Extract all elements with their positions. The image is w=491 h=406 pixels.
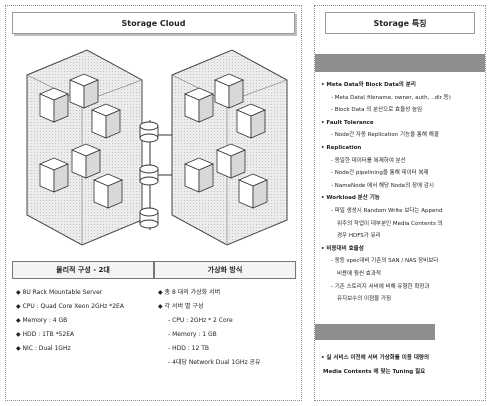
server-nodes	[38, 73, 269, 209]
cluster-diagram	[26, 49, 288, 246]
physical-spec-list: ◆ 8U Rack Mountable Server ◆ CPU : Quad …	[16, 286, 124, 356]
summary-line: Media Contents 에 맞는 Tuning 필요	[323, 369, 426, 375]
feature-item: • Workload 분산 기능	[321, 195, 380, 202]
feature-item: • Replication	[321, 144, 362, 151]
virtual-spec-list: ◆ 총 8 대의 가상화 서버 ◆ 각 서버 별 구성 - CPU : 2GHz…	[158, 286, 261, 370]
features-list: • Meta Data와 Block Data의 분리 - Meta Data(…	[321, 79, 451, 306]
virtual-spec-item: - 4대당 Network Dual 1GHz 공유	[168, 359, 261, 366]
feature-subitem: 비용에 훨씬 효과적	[337, 270, 381, 277]
summary-note: • 실 서비스 이전에 서버 가상화를 이용 대량의 Media Content…	[321, 351, 429, 379]
feature-subitem: - 동등 spec대비 기존의 SAN / NAS 장비보다	[331, 258, 439, 265]
feature-subitem: - Node간 pipelining을 통해 데이터 복제	[331, 170, 429, 177]
physical-spec-item: ◆ Memory : 4 GB	[16, 317, 68, 324]
storage-cloud-title: Storage Cloud	[12, 12, 295, 34]
feature-subitem: - Meta Data( filename, owner, auth, ..di…	[331, 94, 451, 101]
feature-item: • 비용대비 효율성	[321, 245, 364, 252]
feature-subitem: - Node간 자동 Replication 기능을 통해 해결	[331, 132, 439, 139]
feature-subitem: 경우 HDFS가 유리	[337, 233, 381, 240]
physical-spec-item: ◆ CPU : Quad Core Xeon 2GHz *2EA	[16, 303, 124, 310]
feature-subitem: - Block Data 의 분산으로 효율성 높임	[331, 107, 423, 114]
storage-features-title: Storage 특징	[325, 12, 475, 34]
virtual-spec-item: - Memory : 1 GB	[168, 331, 217, 338]
storage-disks	[139, 121, 159, 229]
summary-section-band	[315, 324, 435, 340]
physical-spec-item: ◆ HDD : 1TB *52EA	[16, 331, 75, 338]
feature-subitem: 위주의 작업이 대부분인 Media Contents 의	[337, 220, 443, 227]
virtualization-header: 가상화 방식	[154, 261, 296, 279]
feature-subitem: 유지보수의 이점을 가짐	[337, 296, 392, 303]
feature-item: • Fault Tolerance	[321, 119, 374, 126]
virtual-spec-item: ◆ 각 서버 별 구성	[158, 303, 204, 310]
storage-cloud-panel: Storage Cloud	[5, 5, 302, 401]
feature-subitem: - NameNode 에서 해당 Node의 장애 감시	[331, 182, 434, 189]
features-section-band	[315, 54, 485, 72]
feature-subitem: - 동일한 데이터를 복제하여 분산	[331, 157, 406, 164]
virtual-spec-item: - CPU : 2GHz * 2 Core	[168, 317, 233, 324]
virtual-spec-item: - HDD : 12 TB	[168, 345, 209, 352]
feature-subitem: - 파일 생성시 Random Write 보다는 Append	[331, 207, 443, 214]
physical-config-header: 물리적 구성 - 2대	[12, 261, 154, 279]
virtual-spec-item: ◆ 총 8 대의 가상화 서버	[158, 289, 221, 296]
physical-spec-item: ◆ NIC : Dual 1GHz	[16, 345, 71, 352]
storage-features-panel: Storage 특징 • Meta Data와 Block Data의 분리 -…	[314, 5, 486, 401]
feature-subitem: - 기존 스토리지 서비에 비해 유형한 확장과	[331, 283, 430, 290]
feature-item: • Meta Data와 Block Data의 분리	[321, 82, 416, 88]
summary-line: • 실 서비스 이전에 서버 가상화를 이용 대량의	[321, 355, 430, 361]
physical-spec-item: ◆ 8U Rack Mountable Server	[16, 289, 103, 296]
